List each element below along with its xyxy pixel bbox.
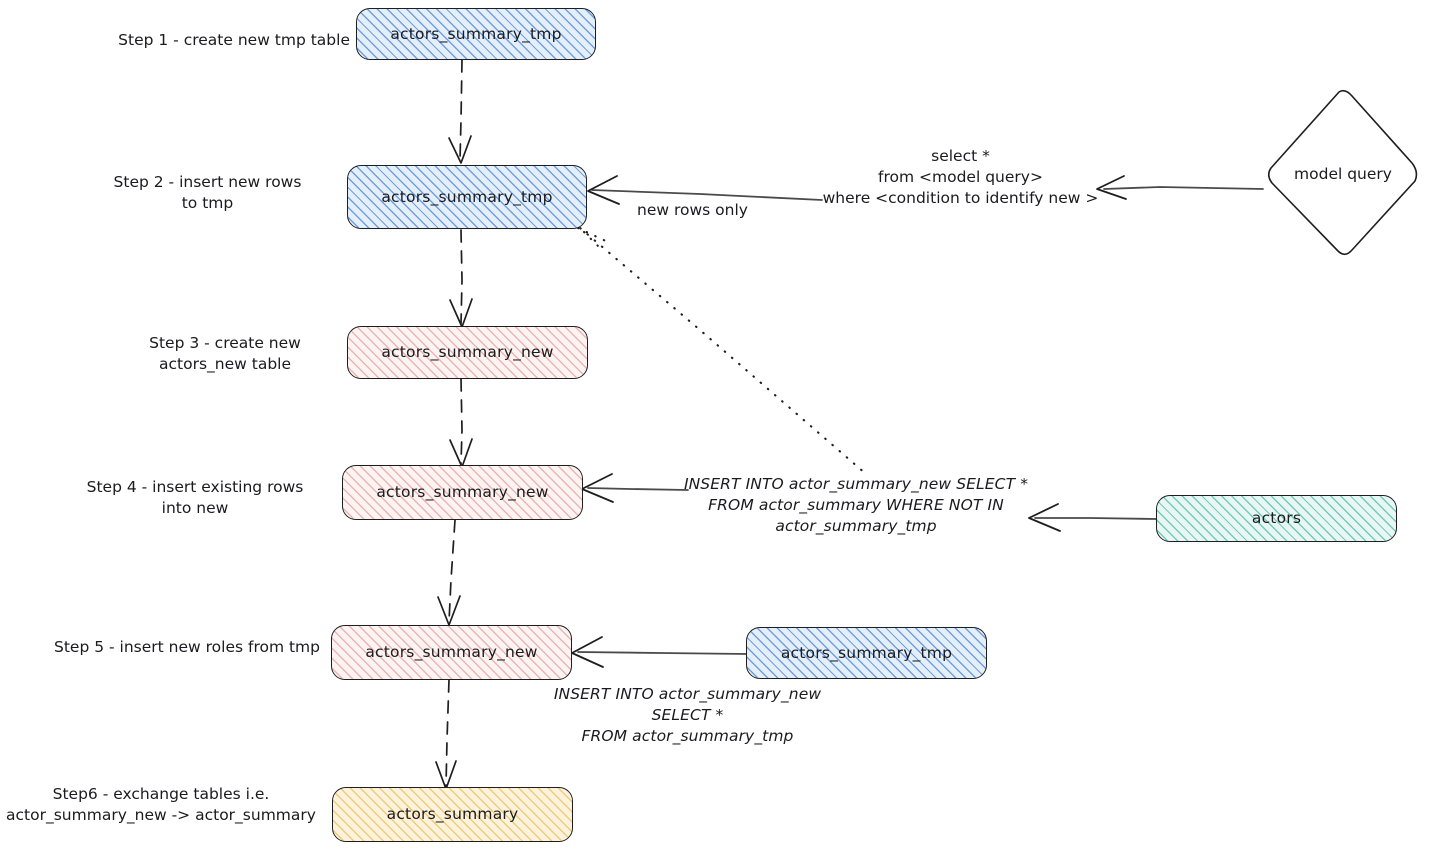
node-label: actors	[1251, 509, 1302, 528]
step1-caption: Step 1 - create new tmp table	[118, 31, 350, 49]
arrow-modelquery-to-sql	[1096, 175, 1264, 200]
node-actors-summary-final[interactable]: actors_summary	[332, 787, 573, 842]
annotation-model-query-sql: select * from <model query> where <condi…	[822, 147, 1099, 207]
step3-caption: Step 3 - create new actors_new table	[149, 334, 301, 373]
node-actors-summary-new-step3[interactable]: actors_summary_new	[347, 326, 588, 379]
node-actors-source[interactable]: actors	[1156, 495, 1397, 542]
step6-caption: Step6 - exchange tables i.e. actor_summa…	[6, 785, 316, 824]
arrow-tmp1-to-tmp2	[448, 59, 472, 164]
node-label: actors_summary_tmp	[390, 24, 562, 43]
arrow-new5-to-final	[435, 679, 457, 790]
annotation-insert-new-roles-sql: INSERT INTO actor_summary_new SELECT * F…	[553, 685, 822, 745]
arrow-tmp2-to-new3	[449, 229, 473, 328]
step5-caption: Step 5 - insert new roles from tmp	[54, 638, 320, 656]
arrow-new4-to-new5	[437, 519, 461, 626]
arrow-tmp5-to-new5	[571, 636, 749, 668]
node-label: actors_summary	[386, 805, 519, 824]
dotted-link-tmp2-to-insert-sql	[571, 220, 868, 476]
annotation-new-rows-only: new rows only	[637, 201, 748, 219]
annotation-insert-existing-sql: INSERT INTO actor_summary_new SELECT * F…	[683, 475, 1029, 535]
node-label: actors_summary_new	[376, 483, 549, 502]
node-label: actors_summary_tmp	[381, 187, 553, 206]
node-actors-summary-tmp-step2[interactable]: actors_summary_tmp	[347, 165, 587, 229]
node-actors-summary-new-step4[interactable]: actors_summary_new	[342, 465, 583, 520]
node-label: actors_summary_new	[381, 343, 554, 362]
node-label: actors_summary_tmp	[780, 643, 953, 662]
step4-caption: Step 4 - insert existing rows into new	[86, 478, 304, 517]
arrow-actors-to-insertsql	[1028, 503, 1158, 532]
node-actors-summary-tmp-step1[interactable]: actors_summary_tmp	[356, 8, 596, 60]
node-label: model query	[1294, 165, 1392, 183]
arrow-new3-to-new4	[449, 378, 473, 468]
node-actors-summary-tmp-step5-source[interactable]: actors_summary_tmp	[746, 627, 987, 679]
node-label: actors_summary_new	[365, 643, 538, 662]
node-model-query[interactable]: model query	[1266, 86, 1420, 262]
arrow-insertsql-to-new4	[581, 473, 689, 503]
node-actors-summary-new-step5[interactable]: actors_summary_new	[331, 625, 572, 680]
step2-caption: Step 2 - insert new rows to tmp	[113, 173, 302, 212]
